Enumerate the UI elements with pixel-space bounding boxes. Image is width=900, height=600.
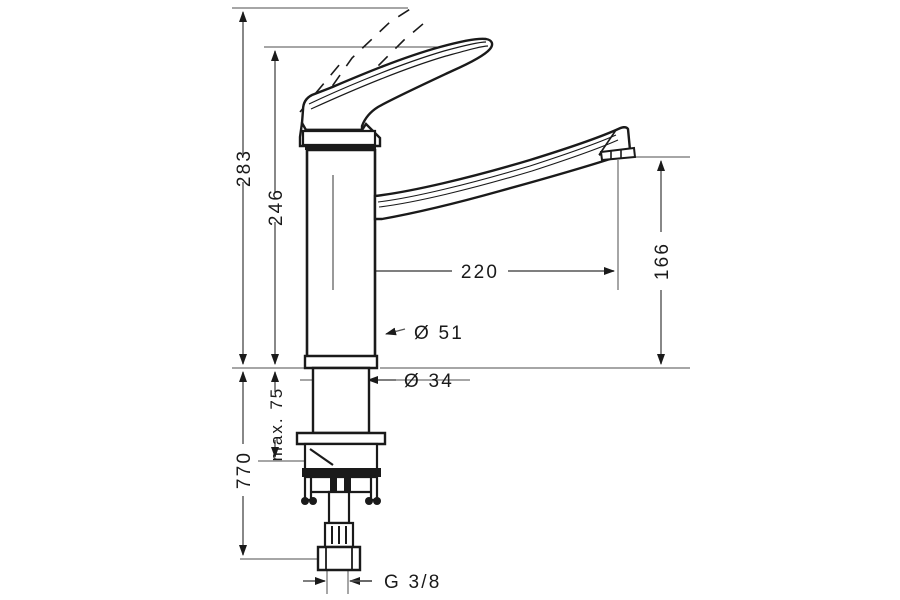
connection-tube [327, 490, 351, 525]
clamp-assembly [304, 475, 378, 494]
dimension-lines [239, 11, 665, 585]
mounting-flange [295, 431, 387, 446]
ferrule-ribs [331, 526, 347, 544]
lever-base-fill [301, 129, 377, 147]
mounting-shank [311, 366, 371, 435]
dimension-d51-leader [385, 327, 406, 336]
dimension-label-d34: Ø 34 [404, 371, 454, 392]
hex-nut [316, 545, 362, 572]
dimension-label-g38: G 3/8 [384, 572, 441, 593]
clamp-inner-detail [330, 476, 351, 491]
extension-lines [232, 7, 690, 594]
hex-nut-faces [325, 547, 353, 570]
body-base-collar [303, 354, 379, 370]
spout-arm [373, 126, 632, 221]
dimension-label-770: 770 [234, 451, 255, 489]
spout-aerator [599, 146, 637, 162]
lever-handle [300, 37, 494, 132]
clamp-band [302, 468, 381, 477]
bracket-hatch [309, 448, 334, 466]
dimension-labels: 283 246 220 166 Ø 51 Ø 34 max. 75 770 G … [234, 149, 673, 593]
dimension-label-220: 220 [461, 262, 499, 283]
housing-seam [305, 145, 376, 150]
lever-highlight-lines [308, 41, 489, 110]
stud-feet [301, 497, 381, 505]
dimension-label-166: 166 [652, 242, 673, 280]
dimension-label-max-75: max. 75 [267, 387, 286, 461]
spout-highlight-lines [377, 134, 619, 208]
dimension-label-246: 246 [266, 188, 287, 226]
body-cylinder [305, 148, 377, 362]
faucet-outline [295, 3, 637, 572]
dimension-label-283: 283 [234, 149, 255, 187]
mount-bracket [303, 442, 379, 472]
dimension-label-d51: Ø 51 [414, 323, 464, 344]
aerator-ribs [610, 150, 622, 159]
